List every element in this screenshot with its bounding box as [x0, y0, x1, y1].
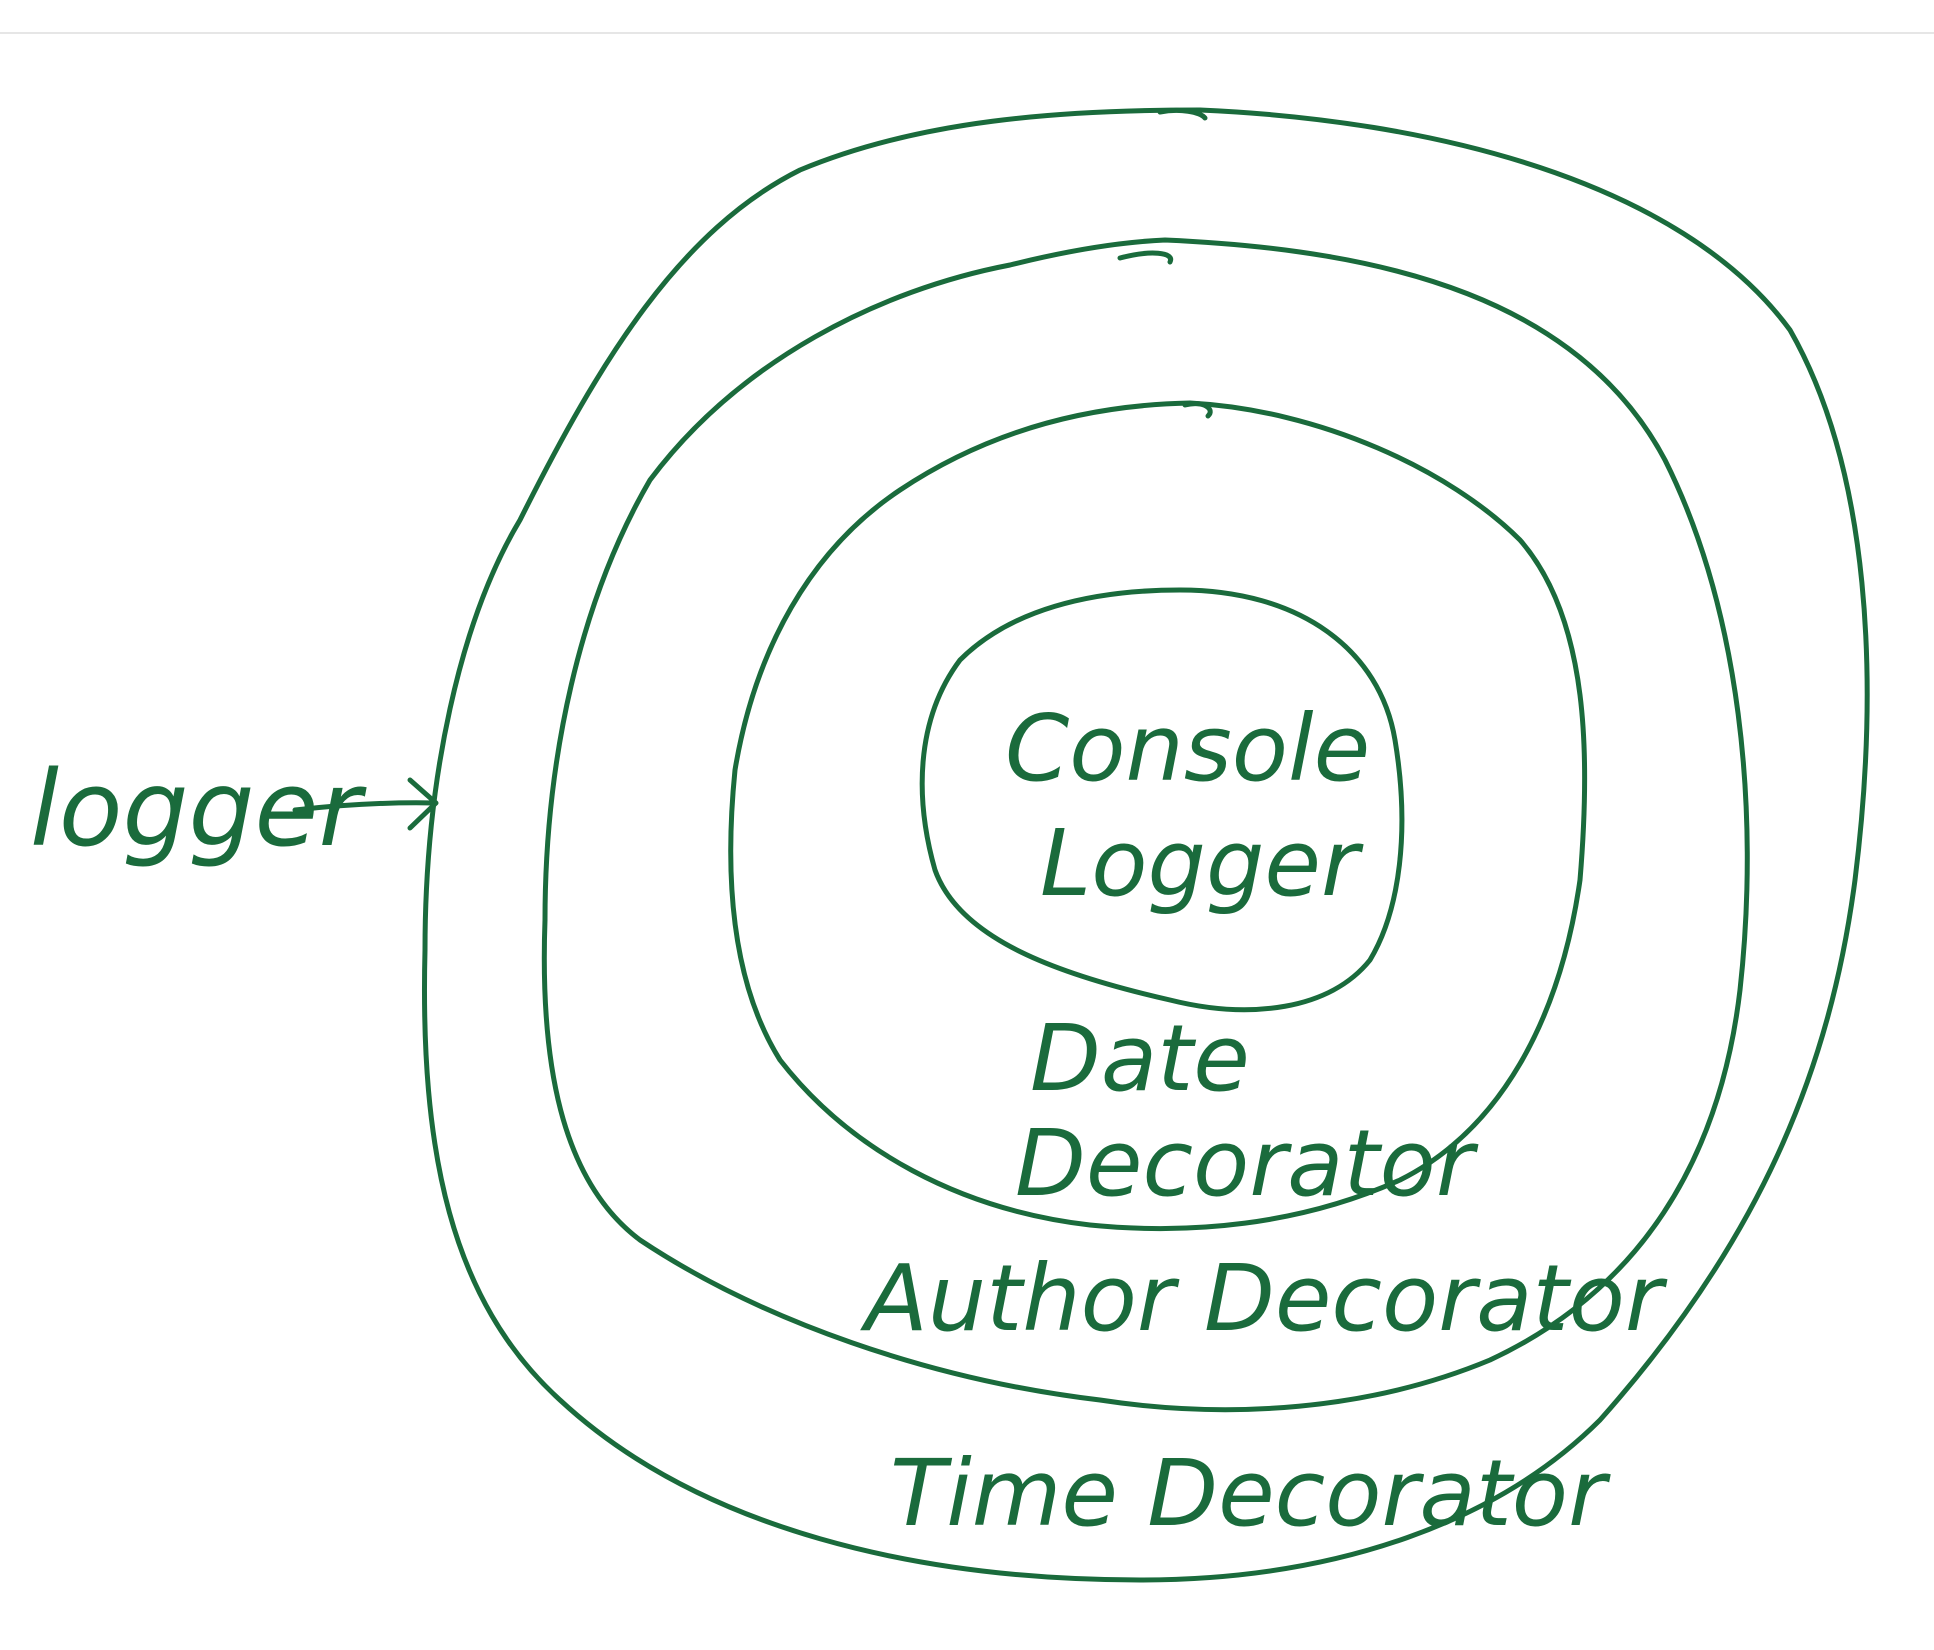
- date-decorator-ring: [728, 400, 1588, 1232]
- logger-arrow-shaft: [292, 800, 438, 813]
- logger-arrow-head: [407, 777, 439, 831]
- time-decorator-ring: [422, 107, 1870, 1583]
- logger-label: logger: [30, 748, 368, 870]
- time-decorator-label: Time Decorator: [890, 1440, 1611, 1547]
- author-decorator-ring: [541, 237, 1750, 1413]
- top-divider: [0, 32, 1934, 34]
- author-decorator-ring-tail: [1117, 250, 1174, 265]
- console-logger-label-line2: Logger: [1040, 810, 1364, 917]
- date-decorator-label-line2: Decorator: [1015, 1110, 1479, 1217]
- time-decorator-ring-tail: [1157, 107, 1208, 121]
- console-logger-label-line1: Console: [1005, 695, 1370, 802]
- date-decorator-ring-tail: [1182, 401, 1213, 419]
- date-decorator-label-line1: Date: [1030, 1005, 1250, 1112]
- author-decorator-label: Author Decorator: [860, 1245, 1668, 1352]
- console-logger-ring: [919, 587, 1405, 1013]
